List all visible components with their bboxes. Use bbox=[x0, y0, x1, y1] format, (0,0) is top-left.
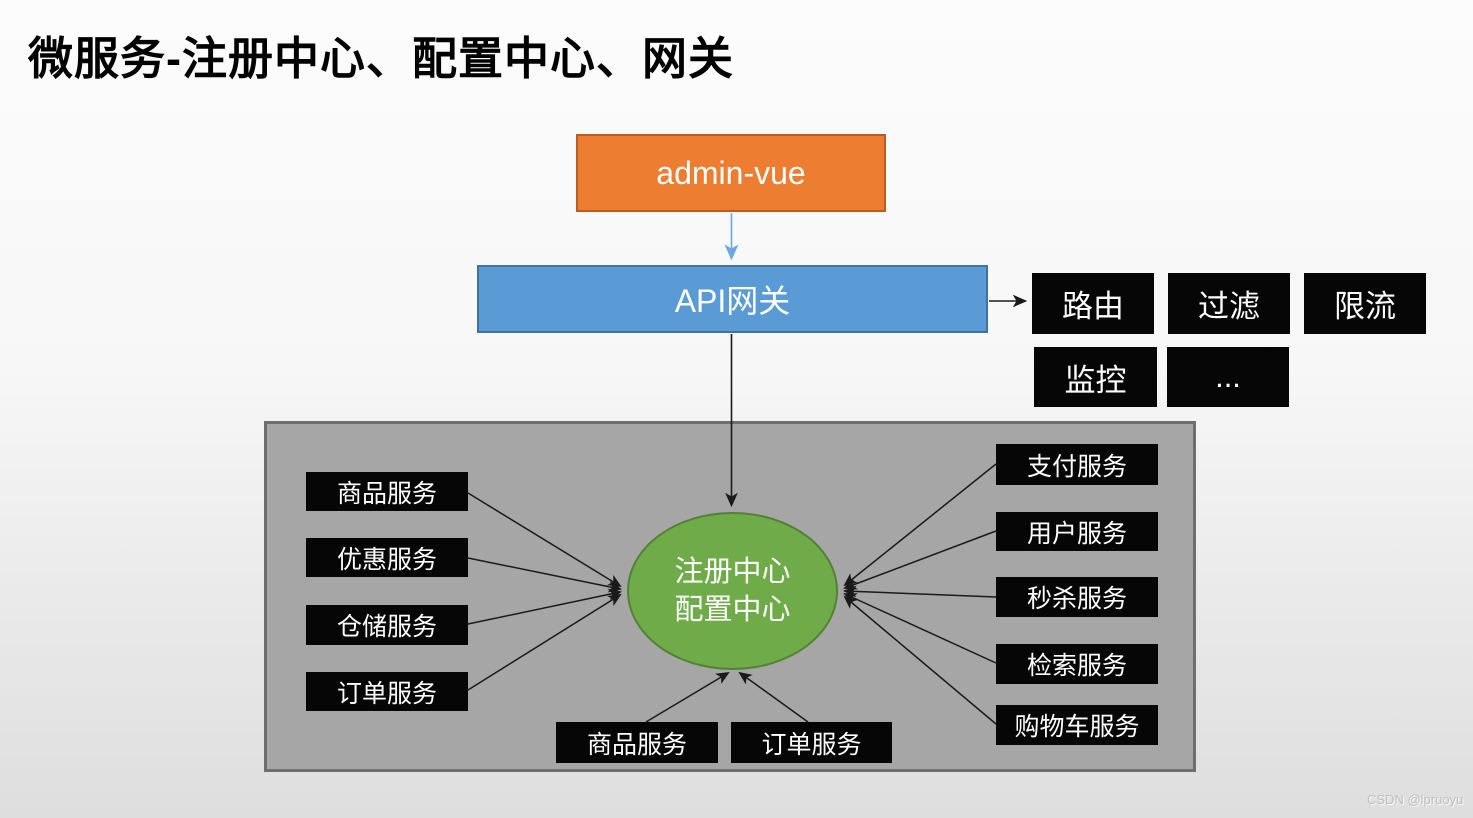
feature-box-more: ... bbox=[1167, 347, 1289, 407]
feature-label: 路由 bbox=[1062, 289, 1124, 324]
service-label: 检索服务 bbox=[1026, 652, 1127, 680]
feature-box-monitoring: 监控 bbox=[1034, 347, 1157, 407]
service-box-user: 用户服务 bbox=[996, 512, 1158, 551]
service-label: 支付服务 bbox=[1026, 452, 1127, 481]
service-label: 用户服务 bbox=[1026, 519, 1127, 548]
service-box-product-bottom: 商品服务 bbox=[556, 722, 718, 763]
service-box-product-left: 商品服务 bbox=[306, 472, 468, 511]
node-admin-vue-label: admin-vue bbox=[656, 154, 806, 191]
service-box-search: 检索服务 bbox=[996, 644, 1158, 684]
feature-box-routing: 路由 bbox=[1032, 273, 1154, 334]
node-registry-config-center: 注册中心 配置中心 bbox=[627, 512, 838, 670]
page-title: 微服务-注册中心、配置中心、网关 bbox=[28, 33, 734, 84]
service-label: 商品服务 bbox=[586, 730, 687, 759]
service-label: 秒杀服务 bbox=[1026, 585, 1127, 613]
service-box-cart: 购物车服务 bbox=[996, 705, 1158, 745]
feature-box-rate-limit: 限流 bbox=[1304, 273, 1426, 334]
service-box-seckill: 秒杀服务 bbox=[996, 577, 1158, 617]
service-box-order-bottom: 订单服务 bbox=[731, 722, 892, 763]
registry-label-line1: 注册中心 bbox=[674, 556, 791, 588]
service-label: 订单服务 bbox=[761, 730, 862, 759]
service-label: 商品服务 bbox=[336, 479, 437, 508]
service-box-order-left: 订单服务 bbox=[306, 672, 468, 711]
feature-label: ... bbox=[1215, 359, 1241, 394]
feature-box-filter: 过滤 bbox=[1168, 273, 1290, 334]
watermark: CSDN @lpruoyu bbox=[1367, 792, 1464, 807]
service-box-payment: 支付服务 bbox=[996, 444, 1158, 485]
service-label: 订单服务 bbox=[336, 679, 437, 708]
node-api-gateway-label: API网关 bbox=[674, 283, 791, 319]
node-admin-vue: admin-vue bbox=[576, 134, 886, 212]
registry-label-line2: 配置中心 bbox=[674, 594, 791, 626]
service-box-coupon: 优惠服务 bbox=[306, 538, 468, 577]
service-label: 仓储服务 bbox=[336, 613, 437, 641]
service-label: 购物车服务 bbox=[1014, 713, 1140, 741]
feature-label: 过滤 bbox=[1198, 289, 1260, 324]
feature-label: 限流 bbox=[1334, 289, 1396, 324]
service-label: 优惠服务 bbox=[336, 545, 437, 574]
feature-label: 监控 bbox=[1064, 362, 1127, 398]
node-api-gateway: API网关 bbox=[477, 265, 988, 333]
service-box-warehouse: 仓储服务 bbox=[306, 605, 468, 645]
